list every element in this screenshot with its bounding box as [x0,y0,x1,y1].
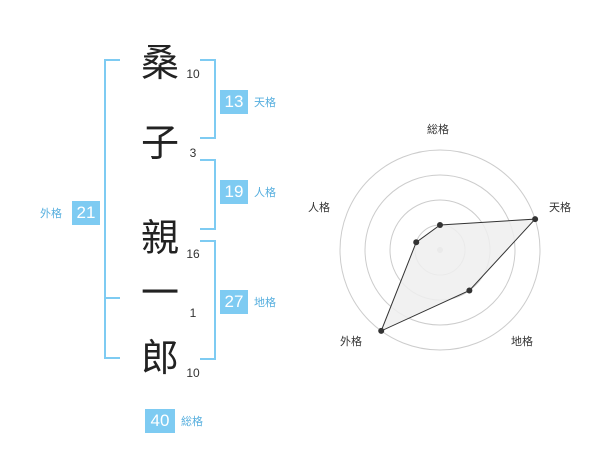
jinkaku-bracket [200,159,216,230]
chikaku-label: 地格 [254,296,276,309]
kanji-char-2: 子 [140,121,179,165]
radar-axis-label-gaikaku: 外格 [340,335,362,348]
radar-axis-label-jinkaku: 人格 [308,201,330,214]
gaikaku-bracket-mid [104,297,120,299]
radar-point-5 [413,239,420,246]
tenkaku-bracket [200,59,216,139]
radar-point-3 [466,287,473,294]
stroke-count-5: 10 [186,366,200,380]
kanji-char-3: 親 [140,216,179,260]
radar-ring-1 [414,224,466,276]
radar-point-4 [378,327,385,334]
stroke-count-3: 16 [186,247,200,261]
soukaku-value: 40 [145,409,175,433]
chikaku-value: 27 [220,290,248,314]
tenkaku-label: 天格 [254,96,276,109]
kanji-char-5: 郎 [140,336,179,380]
gaikaku-value: 21 [72,201,100,225]
jinkaku-value: 19 [220,180,248,204]
jinkaku-label: 人格 [254,186,276,199]
radar-ring-4 [339,149,541,351]
radar-point-2 [532,216,539,223]
radar-center-dot [437,247,443,253]
kanji-char-4: 一 [140,271,179,315]
tenkaku-value: 13 [220,90,248,114]
stroke-count-1: 10 [186,67,200,81]
radar-area [380,218,537,332]
radar-point-1 [437,222,443,228]
radar-ring-3 [364,174,516,326]
gaikaku-label: 外格 [40,207,62,220]
gaikaku-bracket [104,59,120,359]
radar-axis-label-chikaku: 地格 [511,335,533,348]
radar-axis-label-tenkaku: 天格 [549,201,571,214]
kanji-char-1: 桑 [140,41,179,85]
radar-axis-label-soukaku: 総格 [427,123,449,136]
radar-ring-2 [389,199,491,301]
chikaku-bracket [200,240,216,360]
stroke-count-4: 1 [189,306,197,320]
stroke-count-2: 3 [189,146,197,160]
soukaku-label: 総格 [181,415,203,428]
